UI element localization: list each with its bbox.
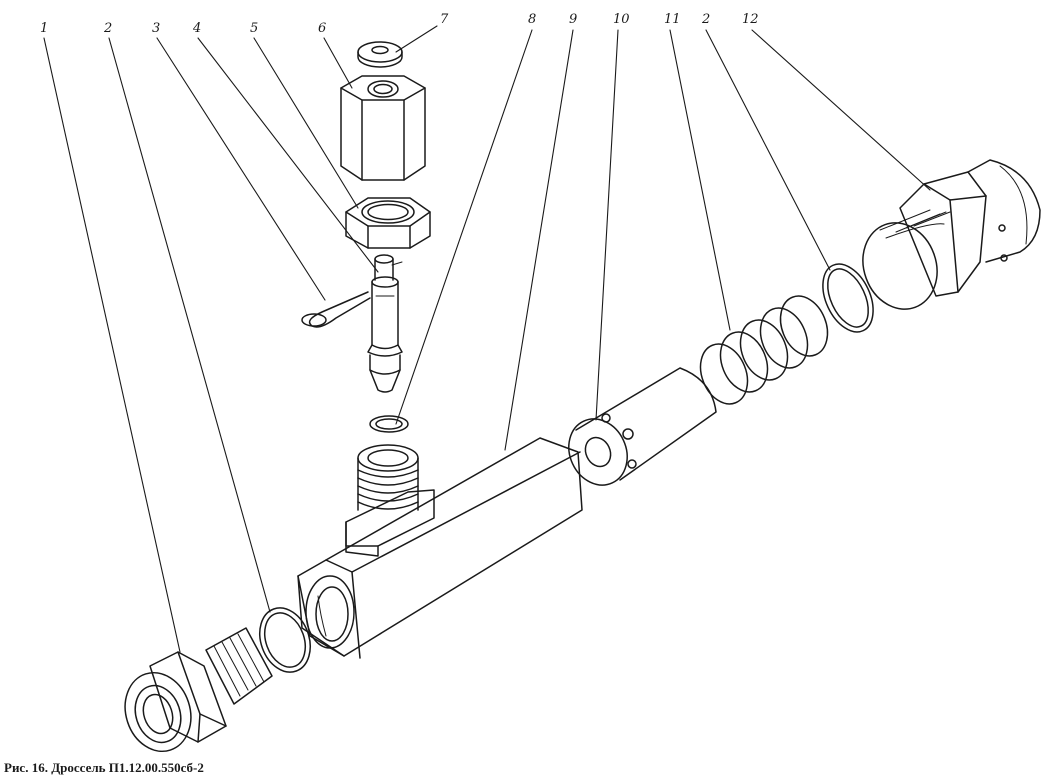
part-10-plunger — [568, 367, 717, 486]
part-2-o-ring-right — [822, 263, 874, 333]
callout-8: 8 — [528, 12, 536, 27]
callout-3: 3 — [152, 21, 160, 36]
callout-10: 10 — [613, 12, 630, 27]
part-4-needle-stem — [367, 254, 403, 393]
callout-7: 7 — [440, 12, 449, 27]
callout-12: 12 — [742, 12, 759, 27]
callout-labels: 1 2 3 4 5 6 7 8 9 10 11 2 12 — [40, 12, 759, 36]
callout-4: 4 — [192, 21, 201, 36]
callout-5: 5 — [250, 21, 258, 36]
callout-1: 1 — [40, 21, 48, 36]
callout-2b: 2 — [701, 12, 710, 27]
callout-2: 2 — [103, 21, 112, 36]
part-8-small-o-ring — [369, 415, 409, 433]
part-6-hex-cap-nut — [340, 75, 426, 181]
part-11-spring — [699, 295, 829, 405]
part-3-cotter-pin — [301, 291, 371, 328]
callout-9: 9 — [569, 12, 577, 27]
leader-lines — [43, 25, 931, 653]
part-7-washer — [357, 41, 403, 68]
callout-11: 11 — [664, 12, 681, 27]
part-9-throttle-body — [297, 437, 583, 659]
figure-caption: Рис. 16. Дроссель П1.12.00.550сб-2 — [4, 760, 204, 775]
part-5-lock-nut — [345, 197, 431, 249]
callout-6: 6 — [318, 21, 326, 36]
part-12-right-plug — [862, 159, 1041, 310]
part-1-left-fitting — [124, 627, 273, 753]
part-2-o-ring-left — [259, 607, 311, 673]
